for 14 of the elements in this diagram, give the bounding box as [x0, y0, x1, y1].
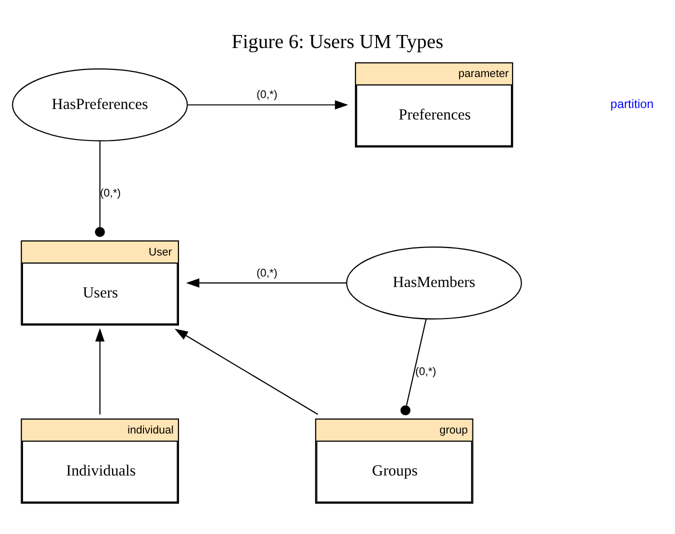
diagram-title: Figure 6: Users UM Types — [232, 30, 444, 52]
label: partition — [610, 96, 654, 110]
edge-label: (0,*) — [415, 365, 436, 378]
arrow — [186, 278, 347, 288]
arrow — [95, 328, 105, 414]
edge-label: (0,*) — [256, 88, 278, 101]
node-ellipse: HasMembers — [346, 246, 522, 319]
arrow — [188, 100, 348, 110]
connector — [94, 140, 105, 236]
arrow — [174, 328, 318, 414]
connector — [400, 318, 427, 415]
node-ellipse: HasPreferences — [12, 68, 188, 141]
edge-label: (0,*) — [100, 187, 121, 200]
edge-label: (0,*) — [256, 266, 278, 279]
